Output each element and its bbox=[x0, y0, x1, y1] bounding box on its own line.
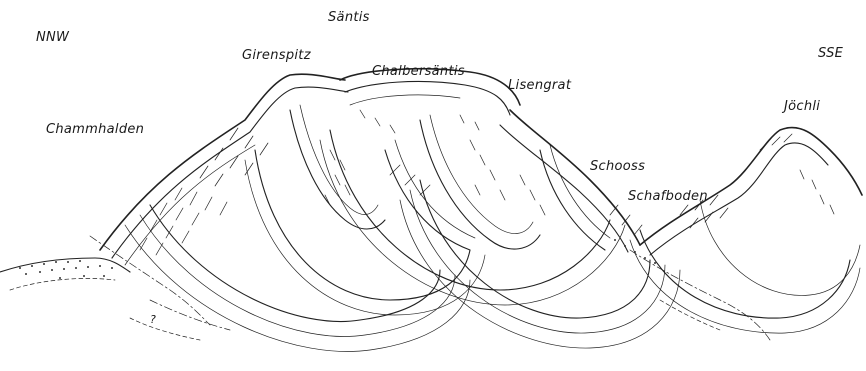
debris-dots bbox=[19, 239, 656, 279]
label-schooss: Schooss bbox=[590, 159, 645, 174]
label-chammhalden: Chammhalden bbox=[46, 122, 144, 137]
label-schafboden: Schafboden bbox=[628, 189, 708, 204]
label-jochli: Jöchli bbox=[784, 99, 820, 114]
anticline-crests bbox=[100, 69, 862, 265]
label-chalbersantis: Chalbersäntis bbox=[372, 64, 465, 79]
inner-synclines bbox=[290, 105, 610, 250]
label-nnw: NNW bbox=[36, 30, 69, 45]
label-lisengrat: Lisengrat bbox=[508, 78, 571, 93]
label-girenspitz: Girenspitz bbox=[242, 48, 311, 63]
label-question: ? bbox=[150, 313, 156, 326]
cleavage-dashes bbox=[325, 110, 834, 215]
outer-fold-arcs bbox=[125, 130, 860, 351]
label-santis: Säntis bbox=[328, 10, 370, 25]
label-sse: SSE bbox=[818, 46, 843, 61]
